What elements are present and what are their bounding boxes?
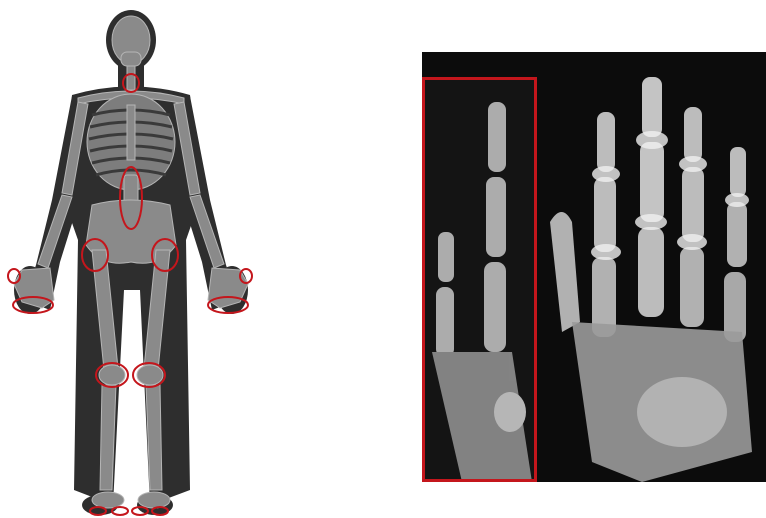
xray-normal-hand (422, 77, 537, 482)
xray-composite (422, 52, 766, 482)
foot-right (138, 492, 170, 508)
kneecap-left (99, 365, 125, 385)
skeleton-bones (14, 16, 248, 508)
jaw (121, 52, 141, 66)
toes-left-highlight-2 (112, 507, 128, 515)
kneecap-right (137, 365, 163, 385)
skeleton-diagram (0, 0, 270, 518)
tibia-right (146, 385, 162, 490)
foot-left (92, 492, 124, 508)
cervical-spine (127, 66, 135, 90)
sternum (127, 105, 135, 160)
